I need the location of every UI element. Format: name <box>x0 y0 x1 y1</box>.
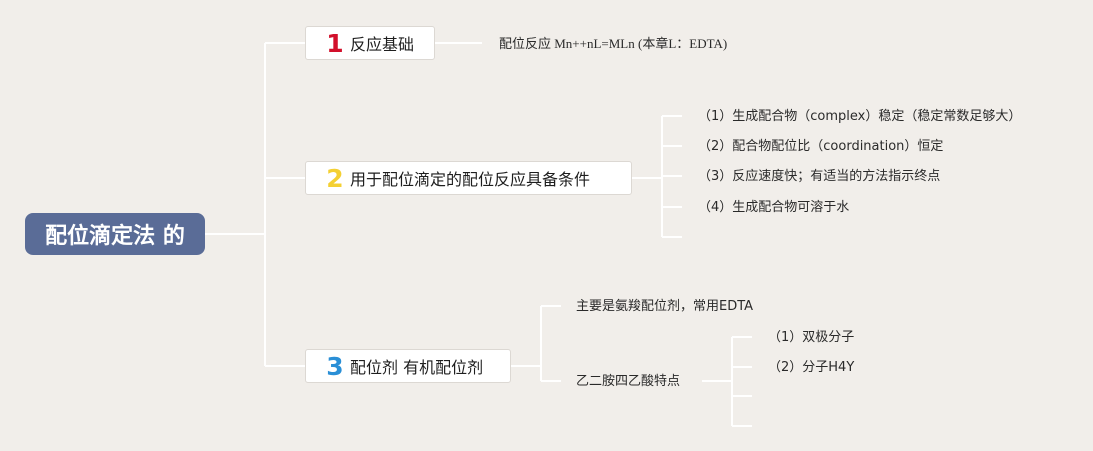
number-3-icon: 3 <box>326 351 344 381</box>
branch-2-leaf-4[interactable]: （4）生成配合物可溶于水 <box>698 200 850 215</box>
branch-3-label: 配位剂 有机配位剂 <box>350 358 484 377</box>
branch-1-leaf-1[interactable]: 配位反应 Mn++nL=MLn (本章L：EDTA) <box>499 36 728 51</box>
number-1-icon: 1 <box>326 28 344 58</box>
number-2-icon: 2 <box>326 163 344 193</box>
branch-2-leaf-2[interactable]: （2）配合物配位比（coordination）恒定 <box>698 139 944 154</box>
branch-3-leaf-2[interactable]: 乙二胺四乙酸特点 <box>576 374 681 389</box>
branch-3-topic[interactable]: 3 配位剂 有机配位剂 <box>305 349 511 383</box>
branch-2-leaf-3[interactable]: （3）反应速度快；有适当的方法指示终点 <box>698 169 941 184</box>
branch-3-leaf-1[interactable]: 主要是氨羧配位剂，常用EDTA <box>576 299 754 314</box>
sub-leaf-2[interactable]: （2）分子H4Y <box>768 360 855 375</box>
branch-2-leaf-1[interactable]: （1）生成配合物（complex）稳定（稳定常数足够大） <box>698 109 1022 124</box>
sub-leaf-1[interactable]: （1）双极分子 <box>768 330 855 345</box>
branch-1-label: 反应基础 <box>350 35 415 54</box>
root-topic[interactable]: 配位滴定法 的 <box>25 213 205 255</box>
branch-2-topic[interactable]: 2 用于配位滴定的配位反应具备条件 <box>305 161 632 195</box>
branch-2-label: 用于配位滴定的配位反应具备条件 <box>350 170 591 189</box>
branch-1-topic[interactable]: 1 反应基础 <box>305 26 435 60</box>
